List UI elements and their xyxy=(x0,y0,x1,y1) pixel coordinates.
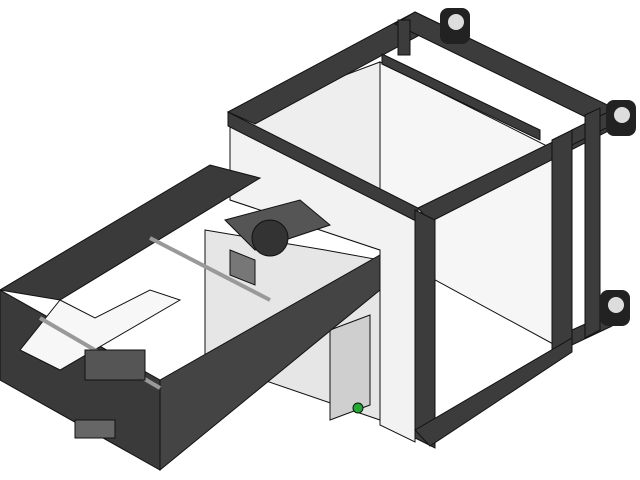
caster-right xyxy=(606,100,636,136)
caster-top xyxy=(440,8,470,44)
status-indicator-icon xyxy=(352,402,364,414)
caster-bottom xyxy=(600,290,630,326)
drawer-tray xyxy=(0,164,381,472)
frame-front xyxy=(414,107,613,449)
